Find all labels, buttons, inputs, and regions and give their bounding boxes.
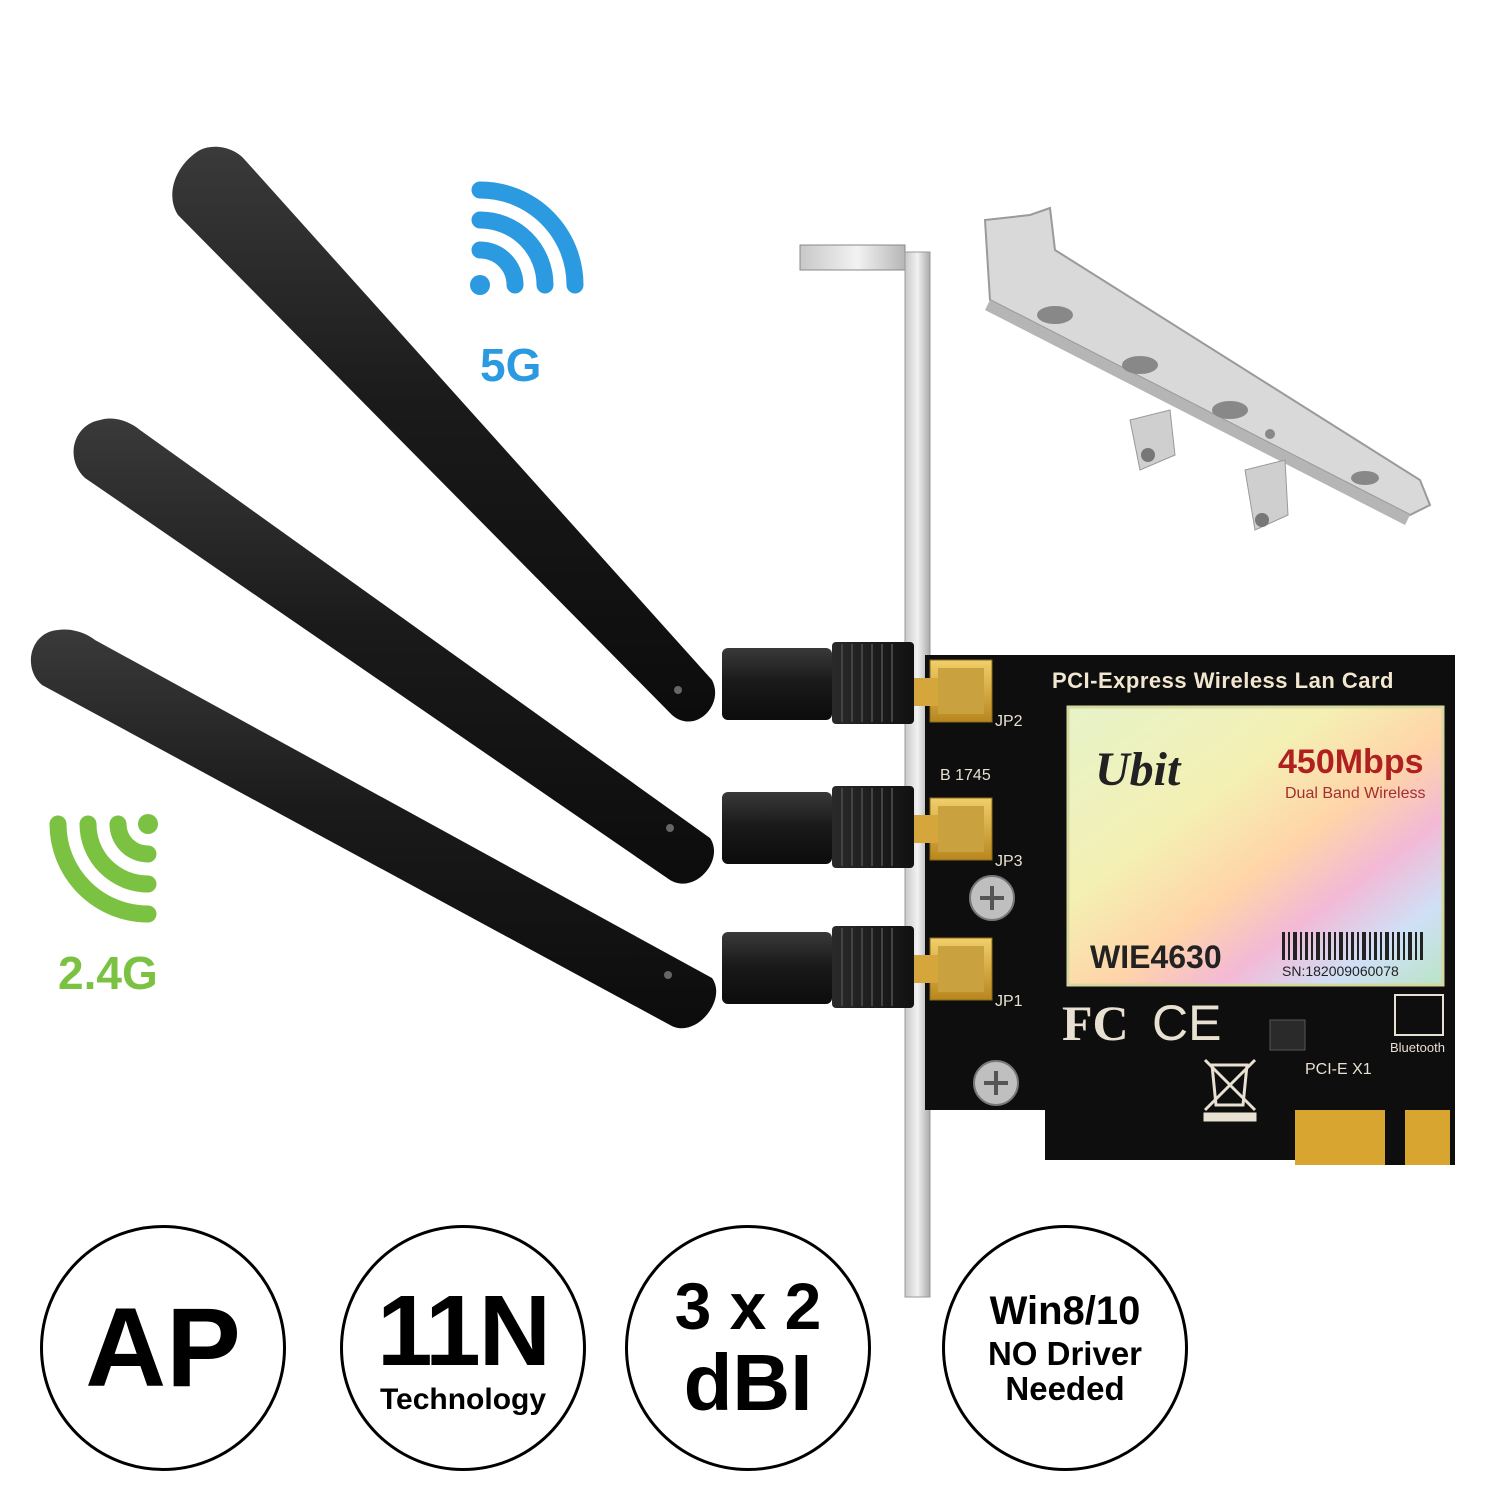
screw-icon xyxy=(973,1060,1019,1106)
barcode xyxy=(1282,932,1423,960)
os-support-line1: Win8/10 xyxy=(989,1289,1141,1333)
weee-bin-icon xyxy=(1203,1058,1257,1122)
speed-label: 450Mbps xyxy=(1278,743,1424,781)
ap-badge: AP xyxy=(40,1225,286,1471)
bluetooth-header xyxy=(1394,994,1444,1036)
band-24g-label: 2.4G xyxy=(58,947,158,999)
wifi-5g-icon xyxy=(470,181,584,295)
os-support-line3: Needed xyxy=(1005,1370,1125,1407)
full-height-bracket xyxy=(799,244,931,1298)
os-support-line2: NO Driver xyxy=(987,1335,1143,1372)
fcc-logo: FC xyxy=(1062,995,1129,1051)
antenna-top xyxy=(172,146,914,724)
ce-logo: CE xyxy=(1152,995,1221,1051)
technology-badge-sub: Technology xyxy=(379,1383,547,1416)
antenna-bottom xyxy=(30,629,914,1029)
card-title: PCI-Express Wireless Lan Card xyxy=(1052,668,1394,693)
antenna-middle xyxy=(73,418,914,884)
model-label: WIE4630 xyxy=(1090,939,1222,975)
connector-label: PCI-E X1 xyxy=(1305,1061,1372,1078)
technology-badge: 11N Technology xyxy=(340,1225,586,1471)
antenna-gain-line1: 3 x 2 xyxy=(674,1269,822,1343)
regulator-chip xyxy=(1269,1019,1306,1051)
ap-badge-text: AP xyxy=(85,1285,241,1410)
wifi-24g-icon xyxy=(49,814,158,923)
bluetooth-label: Bluetooth xyxy=(1390,1040,1445,1055)
date-code: B 1745 xyxy=(940,767,991,784)
serial-label: SN:182009060078 xyxy=(1282,963,1399,979)
antenna-gain-badge: 3 x 2 dBI xyxy=(625,1225,871,1471)
pcie-gold-fingers xyxy=(1295,1110,1450,1165)
jp3-label: JP3 xyxy=(995,853,1023,870)
jp2-label: JP2 xyxy=(995,713,1023,730)
low-profile-bracket xyxy=(983,206,1432,531)
antenna-gain-line2: dBI xyxy=(683,1338,813,1427)
os-support-badge: Win8/10 NO Driver Needed xyxy=(942,1225,1188,1471)
band-5g-label: 5G xyxy=(480,339,542,391)
brand-logo: Ubit xyxy=(1095,743,1182,796)
jp1-label: JP1 xyxy=(995,993,1023,1010)
screw-icon xyxy=(969,875,1015,921)
technology-badge-main: 11N xyxy=(377,1275,551,1387)
antenna-connectors xyxy=(910,659,993,1001)
band-subtitle: Dual Band Wireless xyxy=(1285,785,1426,802)
pcb-board xyxy=(925,655,1455,1165)
